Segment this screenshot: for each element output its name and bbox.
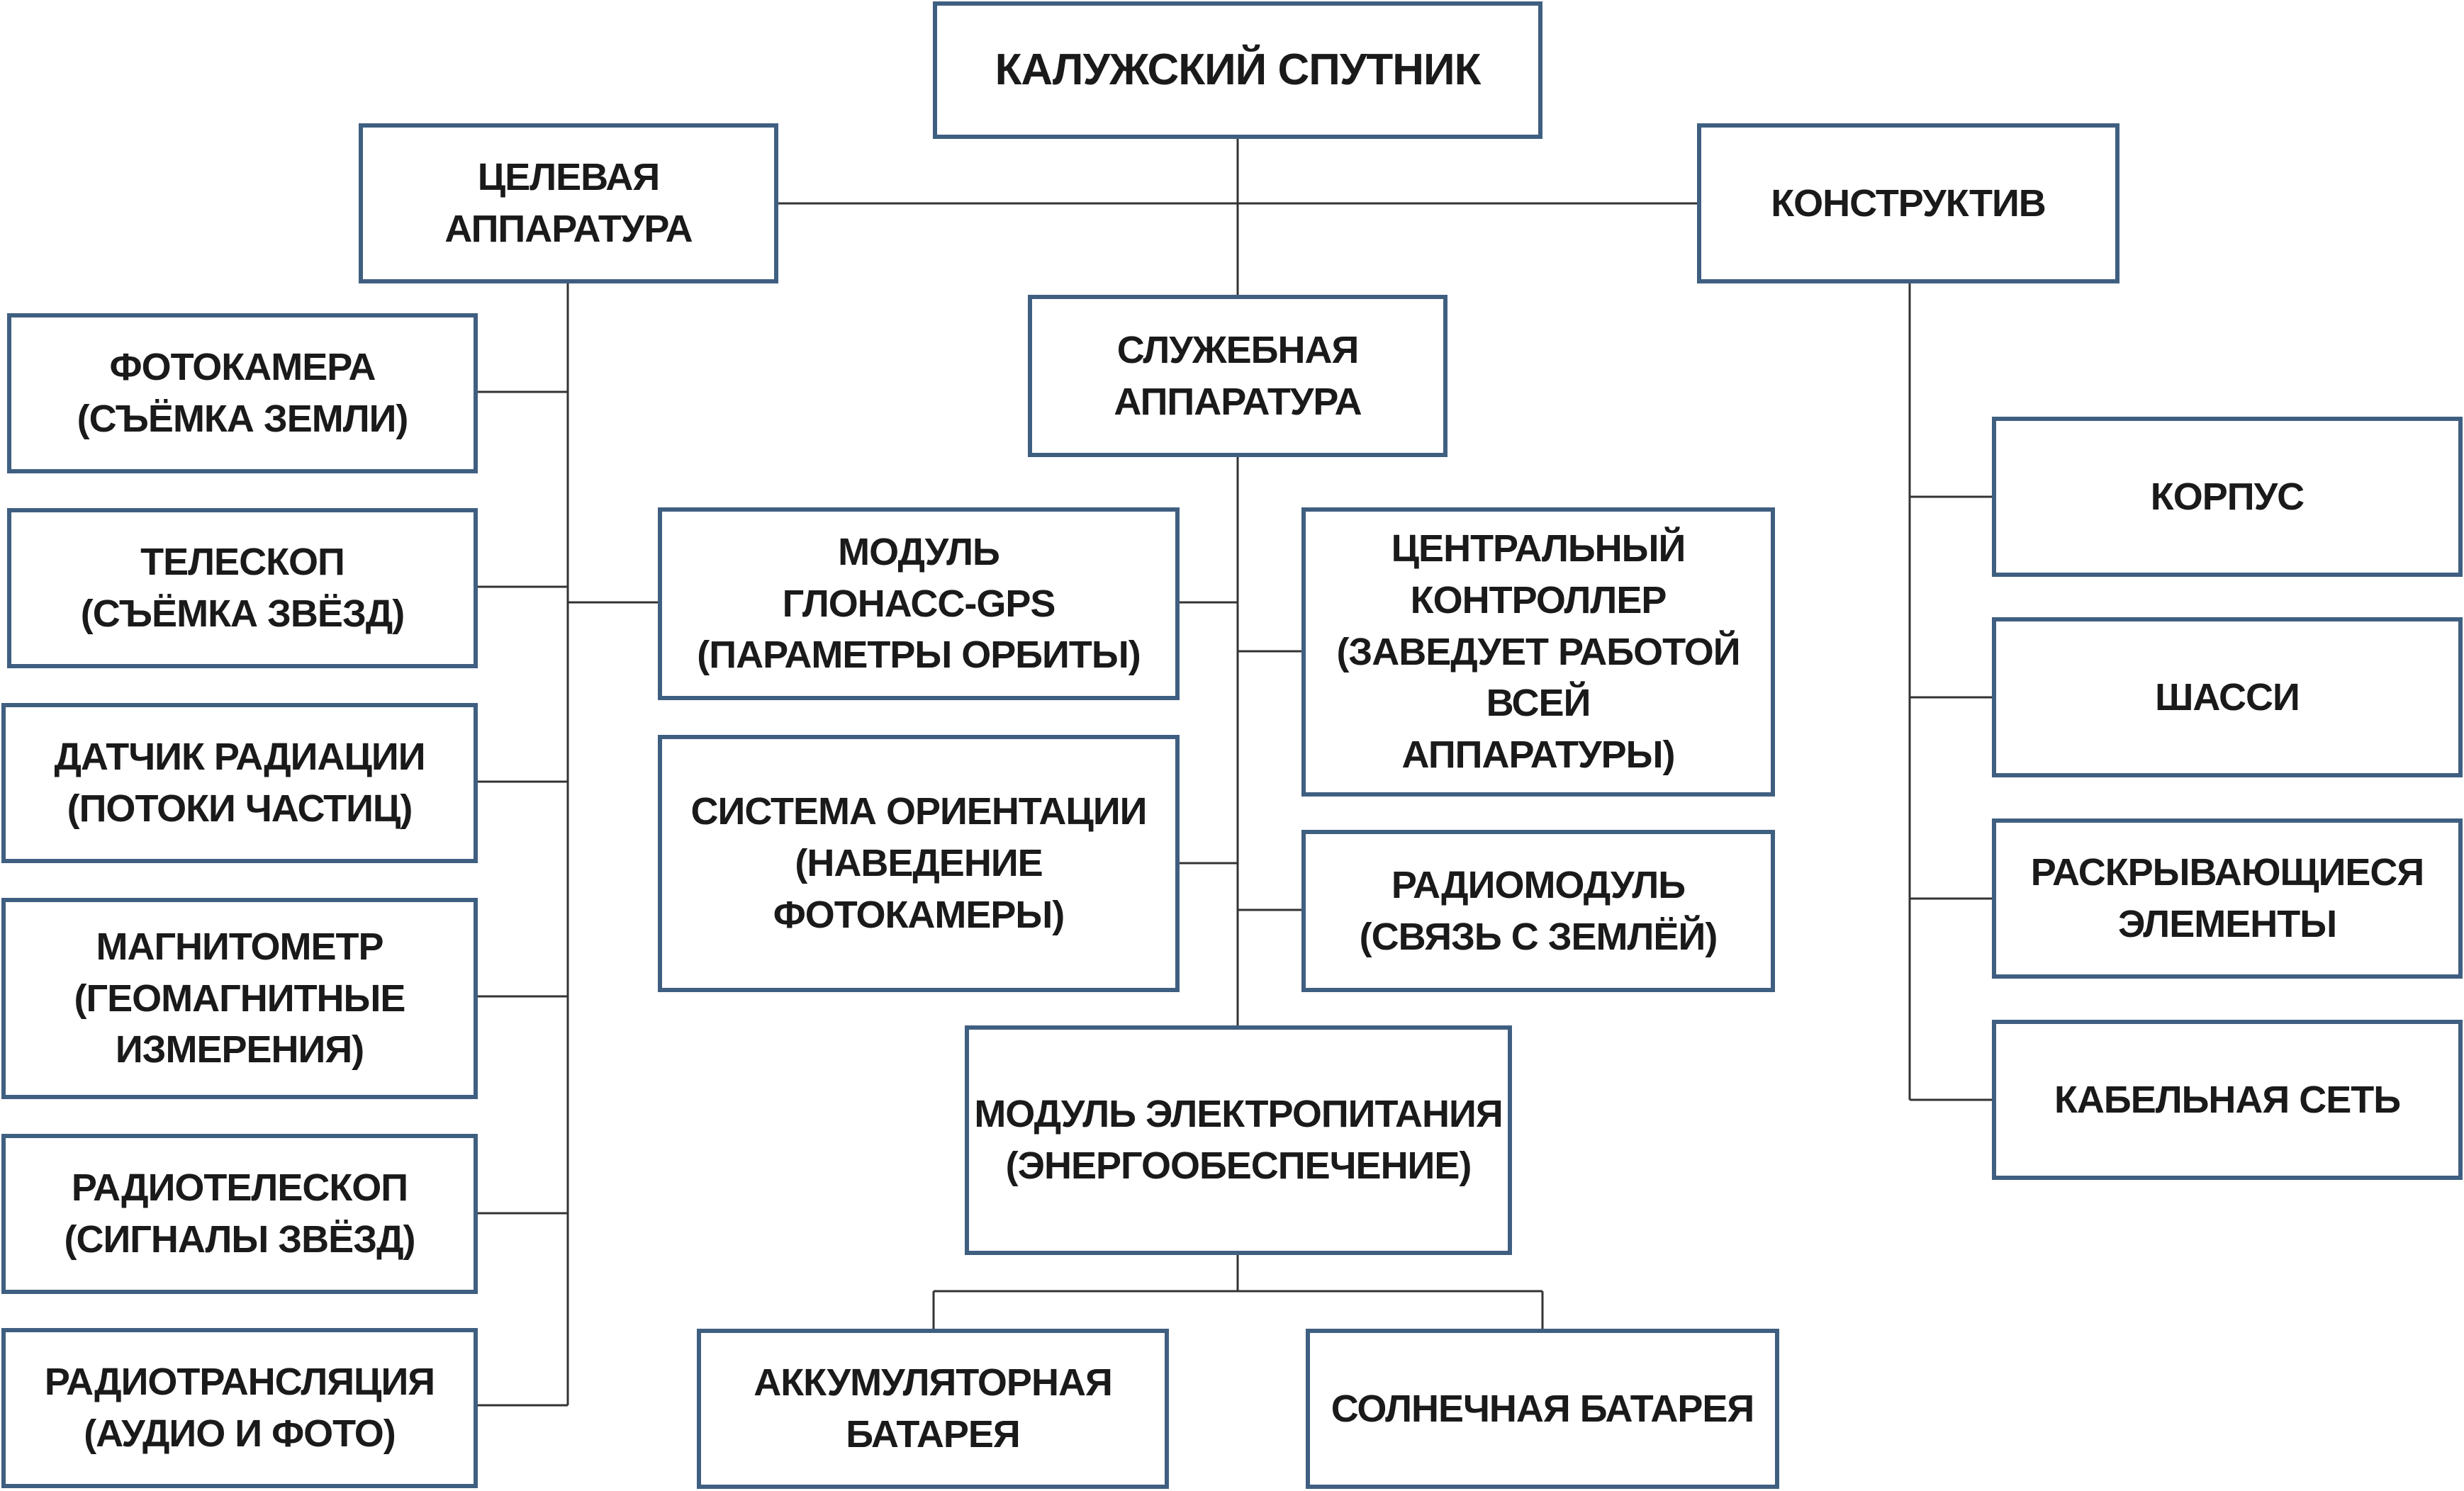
payload-item-radiotelescope: РАДИОТЕЛЕСКОП (СИГНАЛЫ ЗВЁЗД) <box>1 1134 478 1294</box>
item-name: КОРПУС <box>2150 475 2305 518</box>
structure-item-cable-network: КАБЕЛЬНАЯ СЕТЬ <box>1992 1020 2463 1180</box>
structure-item-deployable-elements: РАСКРЫВАЮЩИЕСЯ ЭЛЕМЕНТЫ <box>1992 818 2463 979</box>
item-description: (СВЯЗЬ С ЗЕМЛЁЙ) <box>1359 915 1718 958</box>
structure-label: КОНСТРУКТИВ <box>1771 181 2046 225</box>
item-name: РАДИОТЕЛЕСКОП <box>71 1166 408 1210</box>
item-description: (СИГНАЛЫ ЗВЁЗД) <box>64 1218 415 1261</box>
item-name: МАГНИТОМЕТР <box>96 925 383 968</box>
payload-item-telescope: ТЕЛЕСКОП (СЪЁМКА ЗВЁЗД) <box>7 508 478 668</box>
item-name: ФОТОКАМЕРА <box>109 346 376 389</box>
item-name: РАСКРЫВАЮЩИЕСЯ <box>2030 851 2424 894</box>
service-item-radiomodule: РАДИОМОДУЛЬ (СВЯЗЬ С ЗЕМЛЁЙ) <box>1301 830 1775 992</box>
structure-item-hull: КОРПУС <box>1992 417 2463 577</box>
service-item-orientation-system: СИСТЕМА ОРИЕНТАЦИИ (НАВЕДЕНИЕ ФОТОКАМЕРЫ… <box>658 735 1180 992</box>
payload-node: ЦЕЛЕВАЯ АППАРАТУРА <box>359 123 778 283</box>
service-item-power-module: МОДУЛЬ ЭЛЕКТРОПИТАНИЯ (ЭНЕРГООБЕСПЕЧЕНИЕ… <box>965 1025 1512 1255</box>
power-item-solar-battery: СОЛНЕЧНАЯ БАТАРЕЯ <box>1306 1329 1779 1489</box>
item-description: (АУДИО И ФОТО) <box>84 1412 396 1455</box>
item-name-cont: КОНТРОЛЛЕР <box>1410 578 1667 621</box>
power-item-accumulator: АККУМУЛЯТОРНАЯ БАТАРЕЯ <box>697 1329 1169 1489</box>
item-description-cont: АППАРАТУРЫ) <box>1401 733 1676 777</box>
payload-item-magnetometer: МАГНИТОМЕТР (ГЕОМАГНИТНЫЕ ИЗМЕРЕНИЯ) <box>1 898 478 1099</box>
item-name-cont: ЭЛЕМЕНТЫ <box>2117 903 2337 945</box>
item-name: ТЕЛЕСКОП <box>140 541 345 584</box>
item-description: (ПАРАМЕТРЫ ОРБИТЫ) <box>697 634 1141 677</box>
root-label: КАЛУЖСКИЙ СПУТНИК <box>995 45 1482 95</box>
service-node: СЛУЖЕБНАЯ АППАРАТУРА <box>1028 295 1447 457</box>
item-name: КАБЕЛЬНАЯ СЕТЬ <box>2054 1078 2401 1121</box>
item-name: ШАССИ <box>2155 675 2300 719</box>
item-name: РАДИОМОДУЛЬ <box>1391 863 1686 906</box>
item-description: (СЪЁМКА ЗВЁЗД) <box>80 592 405 635</box>
service-label-cont: АППАРАТУРА <box>1114 380 1362 423</box>
item-description: (ЗАВЕДУЕТ РАБОТОЙ ВСЕЙ <box>1336 630 1740 725</box>
item-name: ДАТЧИК РАДИАЦИИ <box>54 736 425 779</box>
item-description: (НАВЕДЕНИЕ ФОТОКАМЕРЫ) <box>773 842 1065 936</box>
item-name-cont: БАТАРЕЯ <box>846 1413 1020 1456</box>
item-description: (ЭНЕРГООБЕСПЕЧЕНИЕ) <box>1005 1144 1472 1187</box>
service-item-glonass-gps: МОДУЛЬ ГЛОНАСС-GPS (ПАРАМЕТРЫ ОРБИТЫ) <box>658 507 1180 700</box>
payload-item-radiobroadcast: РАДИОТРАНСЛЯЦИЯ (АУДИО И ФОТО) <box>1 1328 478 1488</box>
structure-item-chassis: ШАССИ <box>1992 617 2463 777</box>
root-node: КАЛУЖСКИЙ СПУТНИК <box>933 1 1542 139</box>
item-name: СОЛНЕЧНАЯ БАТАРЕЯ <box>1331 1387 1754 1430</box>
item-name-cont: ГЛОНАСС-GPS <box>782 582 1056 625</box>
payload-label: ЦЕЛЕВАЯ АППАРАТУРА <box>444 156 693 250</box>
item-description-cont: ИЗМЕРЕНИЯ) <box>115 1028 364 1071</box>
item-name: ЦЕНТРАЛЬНЫЙ <box>1391 527 1686 570</box>
item-name: МОДУЛЬ ЭЛЕКТРОПИТАНИЯ <box>974 1093 1503 1136</box>
structure-node: КОНСТРУКТИВ <box>1697 123 2119 283</box>
item-description: (ПОТОКИ ЧАСТИЦ) <box>67 787 413 830</box>
item-name: СИСТЕМА ОРИЕНТАЦИИ <box>690 790 1148 833</box>
service-label: СЛУЖЕБНАЯ <box>1116 328 1360 371</box>
item-name: МОДУЛЬ <box>838 530 1000 573</box>
item-description: (ГЕОМАГНИТНЫЕ <box>74 977 406 1020</box>
item-description: (СЪЁМКА ЗЕМЛИ) <box>77 398 409 440</box>
item-name: АККУМУЛЯТОРНАЯ <box>754 1361 1113 1405</box>
payload-item-photocamera: ФОТОКАМЕРА (СЪЁМКА ЗЕМЛИ) <box>7 313 478 473</box>
service-item-central-controller: ЦЕНТРАЛЬНЫЙ КОНТРОЛЛЕР (ЗАВЕДУЕТ РАБОТОЙ… <box>1301 507 1775 797</box>
payload-item-radiation-sensor: ДАТЧИК РАДИАЦИИ (ПОТОКИ ЧАСТИЦ) <box>1 703 478 863</box>
item-name: РАДИОТРАНСЛЯЦИЯ <box>44 1361 435 1404</box>
